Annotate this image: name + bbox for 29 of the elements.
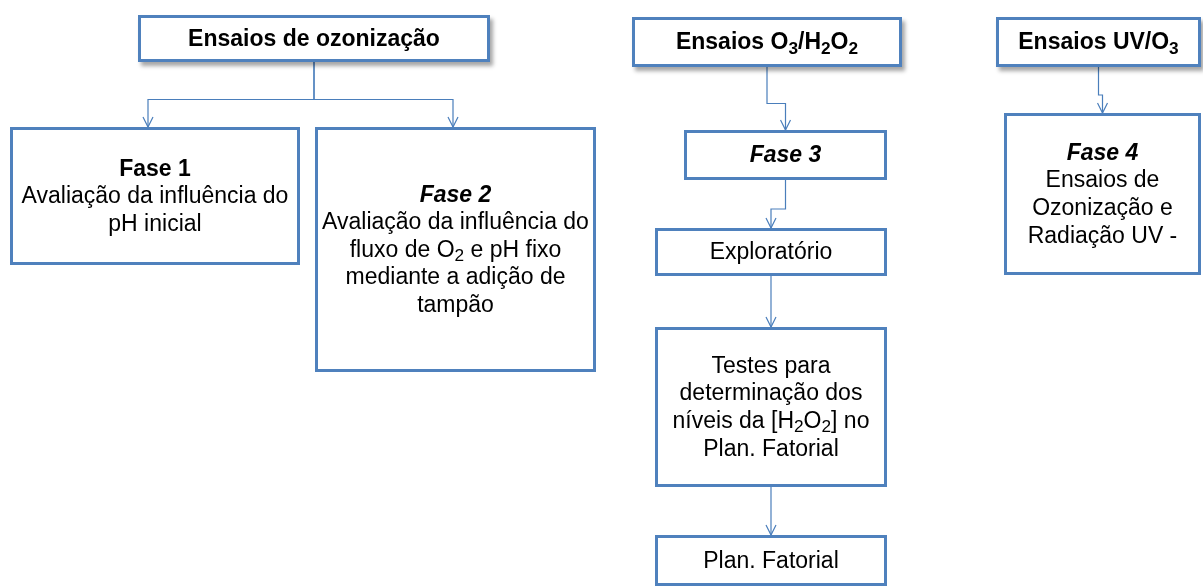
box-heading: Fase 1 [119, 154, 191, 183]
process-box [655, 327, 887, 487]
box-text: Exploratório [709, 238, 833, 266]
box-heading: Ensaios O$_{3}$/H$_{2}$O$_{2}$ [675, 28, 859, 56]
box-heading: Ensaios de ozonização [188, 24, 440, 53]
arrow [765, 275, 777, 328]
arrow [313, 61, 459, 128]
box-heading: Fase 2 [419, 180, 492, 209]
box-text: Avaliação da influência do pH inicial [20, 182, 290, 238]
box-text: Ensaios de Ozonização e Radiação UV - [1026, 166, 1179, 250]
box-text: Testes para determinação dos níveis da [H$_{2}$O$_{2}$] no Plan. Fatorial [671, 351, 871, 463]
arrow [1096, 66, 1109, 114]
box-text: Plan. Fatorial [703, 546, 839, 575]
process-box [655, 535, 887, 586]
arrow [765, 179, 787, 229]
process-box [1004, 113, 1201, 275]
process-box [632, 17, 902, 67]
arrow [765, 486, 777, 536]
process-box [10, 127, 300, 265]
process-box [684, 130, 887, 180]
box-heading: Fase 4 [1066, 138, 1139, 167]
box-heading: Ensaios UV/O$_{3}$ [1018, 28, 1179, 56]
arrow [766, 66, 792, 131]
process-box [138, 15, 490, 62]
process-box [996, 17, 1201, 67]
box-heading: Fase 3 [749, 141, 822, 169]
process-box [655, 228, 887, 276]
box-text: Avaliação da influência do fluxo de O$_{2}$ e pH fixo mediante a adição de tampão [322, 208, 589, 319]
process-box [315, 127, 596, 372]
